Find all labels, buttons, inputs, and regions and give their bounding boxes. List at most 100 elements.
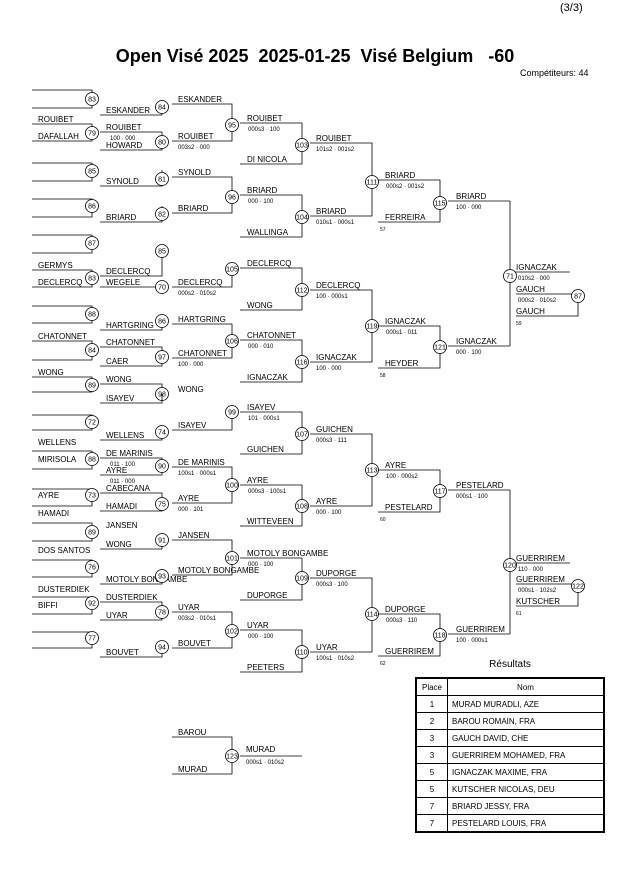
match-number: 78 bbox=[158, 610, 166, 617]
match-number: 123 bbox=[226, 754, 238, 761]
match-number-badge: 104 bbox=[295, 210, 309, 224]
competitor-name: ROUIBET bbox=[178, 132, 214, 141]
match-number: 76 bbox=[88, 565, 96, 572]
match-number-badge: 94 bbox=[155, 640, 169, 654]
match-number-badge: 102 bbox=[225, 624, 239, 638]
match-number: 115 bbox=[434, 201, 445, 208]
competitor-name: GERMYS bbox=[38, 261, 73, 270]
match-number: 83 bbox=[88, 276, 96, 283]
competitor-name: DUPORGE bbox=[385, 605, 425, 614]
match-circle bbox=[225, 405, 239, 419]
competitor-name: MOTOLY BONGAMBE bbox=[178, 566, 259, 575]
competitor-name: IGNACZAK bbox=[247, 373, 289, 382]
match-number: 77 bbox=[88, 636, 96, 643]
result-name: IGNACZAK MAXIME, FRA bbox=[447, 763, 605, 781]
competitor-name: JANSEN bbox=[106, 521, 138, 530]
match-note: 62 bbox=[380, 661, 386, 667]
match-number-badge: 86 bbox=[155, 314, 169, 328]
bracket-line bbox=[100, 383, 163, 394]
match-number-badge: 107 bbox=[295, 427, 309, 441]
match-number: 97 bbox=[158, 355, 166, 362]
competitor-name: SYNOLD bbox=[178, 168, 211, 177]
match-number-badge: 71 bbox=[503, 269, 517, 283]
match-number-badge: 118 bbox=[433, 628, 447, 642]
match-circle bbox=[85, 199, 99, 213]
match-number: 86 bbox=[158, 319, 166, 326]
competitor-name: ROUIBET bbox=[247, 114, 283, 123]
competitor-name: BIFFI bbox=[38, 601, 58, 610]
match-number-badge: 120 bbox=[503, 558, 517, 572]
competitor-name: PESTELARD bbox=[385, 503, 433, 512]
match-circle bbox=[155, 314, 169, 328]
competitor-name: WEGELE bbox=[106, 278, 140, 287]
match-number-badge: 109 bbox=[295, 571, 309, 585]
match-circle bbox=[85, 307, 99, 321]
result-place: 1 bbox=[415, 695, 448, 713]
match-number: 106 bbox=[226, 339, 238, 346]
match-number-badge: 87 bbox=[571, 289, 585, 303]
results-header-place: Place bbox=[415, 677, 448, 696]
match-circle bbox=[225, 262, 239, 276]
match-score: 003s2 · 000 bbox=[178, 145, 210, 151]
match-number: 96 bbox=[228, 195, 236, 202]
match-circle bbox=[295, 138, 309, 152]
match-number: 88 bbox=[88, 312, 96, 319]
match-number-badge: 70 bbox=[155, 280, 169, 294]
match-number: 111 bbox=[367, 180, 378, 187]
competitor-name: GUICHEN bbox=[247, 445, 284, 454]
match-number-badge: 73 bbox=[85, 488, 99, 502]
match-number-badge: 87 bbox=[85, 236, 99, 250]
result-name: BRIARD JESSY, FRA bbox=[447, 797, 605, 815]
competitor-name: AYRE bbox=[178, 494, 199, 503]
competitor-name: ROUIBET bbox=[106, 123, 142, 132]
match-number: 109 bbox=[296, 576, 308, 583]
bracket-line bbox=[516, 583, 579, 607]
competitor-name: GUERRIREM bbox=[516, 554, 565, 563]
match-number: 95 bbox=[228, 123, 236, 130]
competitor-name: IGNACZAK bbox=[456, 337, 498, 346]
match-score: 000s2 · 010s2 bbox=[518, 298, 557, 304]
competitor-name: JANSEN bbox=[178, 531, 210, 540]
match-number-badge: 91 bbox=[155, 533, 169, 547]
match-circle bbox=[85, 164, 99, 178]
match-number: 120 bbox=[504, 563, 516, 570]
competitor-name: CHATONNET bbox=[106, 338, 155, 347]
competitor-name: ESKANDER bbox=[178, 95, 222, 104]
competitor-name: GAUCH bbox=[516, 285, 545, 294]
match-number-badge: 123 bbox=[225, 749, 239, 763]
competitor-name: DUSTERDIEK bbox=[106, 593, 158, 602]
match-note: 57 bbox=[380, 227, 386, 233]
competitor-name: KUTSCHER bbox=[516, 597, 560, 606]
result-place: 2 bbox=[415, 712, 448, 730]
match-circle bbox=[225, 118, 239, 132]
results-title: Résultats bbox=[489, 659, 531, 670]
bracket-line bbox=[32, 305, 93, 324]
competitor-name: WONG bbox=[106, 540, 132, 549]
match-number: 94 bbox=[158, 645, 166, 652]
match-number-badge: 95 bbox=[225, 118, 239, 132]
match-circle bbox=[503, 269, 517, 283]
match-score: 011 · 000 bbox=[110, 479, 136, 485]
competitor-name: DUPORGE bbox=[247, 591, 287, 600]
match-circle bbox=[155, 425, 169, 439]
match-number: 84 bbox=[88, 348, 96, 355]
competitor-name: CAER bbox=[106, 357, 128, 366]
match-number: 93 bbox=[158, 574, 166, 581]
match-circle bbox=[155, 280, 169, 294]
match-circle bbox=[225, 624, 239, 638]
match-score: 000s3 · 100s1 bbox=[248, 489, 287, 495]
match-circle bbox=[155, 605, 169, 619]
match-circle bbox=[225, 334, 239, 348]
match-circle bbox=[155, 640, 169, 654]
result-name: GUERRIREM MOHAMED, FRA bbox=[447, 746, 605, 764]
match-number-badge: 121 bbox=[433, 340, 447, 354]
bracket-line bbox=[100, 394, 163, 404]
competitor-name: DECLERCQ bbox=[247, 259, 291, 268]
match-circle bbox=[155, 135, 169, 149]
competitor-name: DUPORGE bbox=[316, 569, 356, 578]
competitor-name: GUERRIREM bbox=[456, 625, 505, 634]
